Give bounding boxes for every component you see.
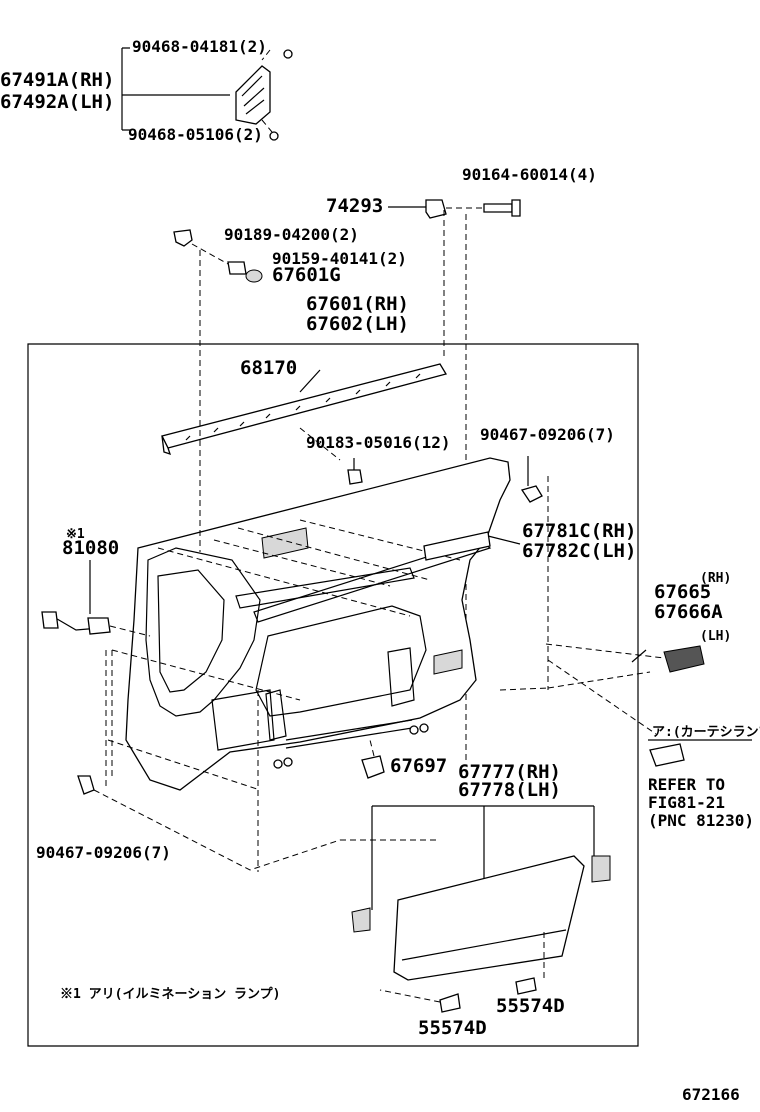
clip-icon <box>419 723 429 733</box>
label-67492A: 67492A(LH) <box>0 91 114 113</box>
clip-icon <box>77 775 95 795</box>
label-90183-05016: 90183-05016(12) <box>306 433 451 452</box>
clip-icon <box>347 469 363 485</box>
door-trim-panel <box>107 427 511 791</box>
label-refer-2: FIG81-21 <box>648 793 725 812</box>
screw-icon <box>283 49 293 59</box>
label-67782C: 67782C(LH) <box>522 540 636 562</box>
label-refer-3: (PNC 81230) <box>648 811 754 830</box>
label-81080-mark: ※1 <box>66 527 85 542</box>
label-55574D-b: 55574D <box>418 1017 487 1039</box>
label-67778: 67778(LH) <box>458 779 561 801</box>
clip-icon <box>173 229 193 247</box>
clip-icon <box>520 485 543 503</box>
label-refer-1: REFER TO <box>648 775 725 794</box>
screw-icon <box>483 203 513 213</box>
screw-icon <box>515 977 537 995</box>
connector-icon <box>41 611 59 629</box>
screw-icon <box>439 993 461 1013</box>
courtesy-lamp-icon <box>649 743 685 767</box>
pocket-clip-icon <box>591 855 611 883</box>
clip-icon <box>409 725 419 735</box>
nut-icon <box>227 261 247 275</box>
label-90468-04181: 90468-04181(2) <box>132 37 267 56</box>
label-74293: 74293 <box>326 195 383 217</box>
part-labels: 90468-04181(2) 67491A(RH) 67492A(LH) 904… <box>0 37 760 1104</box>
clip-icon <box>283 757 293 767</box>
mirror-bracket-part <box>235 65 271 125</box>
label-90164-60014: 90164-60014(4) <box>462 165 597 184</box>
label-67666A-lh: (LH) <box>700 629 731 644</box>
label-footnote: ※1 アリ(イルミネーション ランプ) <box>60 987 280 1002</box>
fastener-group <box>347 456 543 503</box>
label-90467-09206-top: 90467-09206(7) <box>480 425 615 444</box>
label-90189-04200: 90189-04200(2) <box>224 225 359 244</box>
weatherstrip-part <box>161 363 448 456</box>
label-67666A: 67666A <box>654 601 723 623</box>
lamp-lens-group <box>545 643 752 767</box>
lamp-socket-icon <box>87 617 111 635</box>
switch-opening <box>261 527 309 559</box>
label-55574D-a: 55574D <box>496 995 565 1017</box>
label-67665-rh: (RH) <box>700 571 731 586</box>
clip-icon <box>273 759 283 769</box>
label-90468-05106: 90468-05106(2) <box>128 125 263 144</box>
pocket-clip-icon <box>351 907 371 933</box>
armrest-pad-part <box>423 531 521 561</box>
clip-67697 <box>361 739 385 779</box>
label-67777: 67777(RH) <box>458 761 561 783</box>
mirror-bracket-group <box>121 47 293 141</box>
label-67665: 67665 <box>654 581 711 603</box>
courtesy-lamp-opening <box>433 649 463 675</box>
door-pocket-group <box>351 805 611 1013</box>
label-67491A: 67491A(RH) <box>0 69 114 91</box>
bottom-clip-group <box>77 650 341 871</box>
label-67697: 67697 <box>390 755 447 777</box>
label-90159-40141: 90159-40141(2) <box>272 249 407 268</box>
label-67601: 67601(RH) <box>306 293 409 315</box>
guide-lines <box>105 210 549 872</box>
label-67602: 67602(LH) <box>306 313 409 335</box>
label-81080: 81080 <box>62 537 119 559</box>
label-90467-09206-bottom: 90467-09206(7) <box>36 843 171 862</box>
screw-icon <box>269 131 279 141</box>
label-67781C: 67781C(RH) <box>522 520 636 542</box>
panel-frame <box>27 343 639 1047</box>
label-figure-number: 672166 <box>682 1085 740 1104</box>
label-note-a: ア:(カーテシランプ) <box>652 725 760 740</box>
cap-icon <box>245 269 263 283</box>
bezel-clip-part <box>425 199 447 219</box>
label-67601G: 67601G <box>272 264 341 286</box>
label-68170: 68170 <box>240 357 297 379</box>
lamp-lens-icon <box>663 645 705 673</box>
lamp-wire-group <box>41 560 151 637</box>
